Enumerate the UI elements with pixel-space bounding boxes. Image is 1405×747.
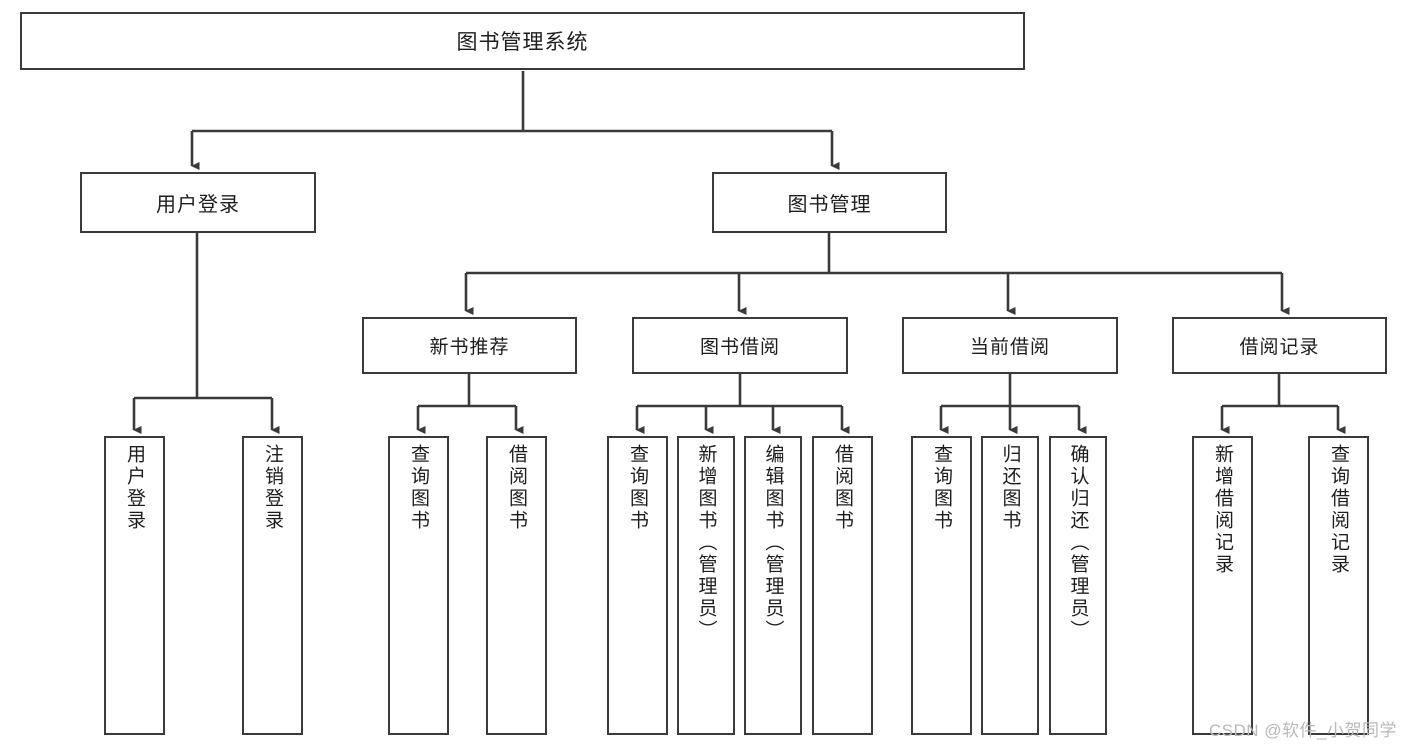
node-label: 图书管理系统 [456, 31, 589, 54]
node-leaf-borrow-book-recommendation[interactable]: 借阅图书 [486, 436, 547, 735]
node-label: 查询借阅记录 [1328, 444, 1349, 576]
node-leaf-query-borrow-record[interactable]: 查询借阅记录 [1308, 436, 1369, 735]
node-label: 确认归还（管理员） [1067, 444, 1089, 642]
node-label: 注销登录 [262, 444, 283, 532]
node-leaf-add-borrow-record[interactable]: 新增借阅记录 [1192, 436, 1253, 735]
node-label: 新增图书（管理员） [695, 444, 717, 642]
node-label: 借阅图书 [832, 444, 853, 532]
node-label: 当前借阅 [969, 337, 1050, 358]
node-current-borrow[interactable]: 当前借阅 [902, 317, 1118, 374]
node-label: 用户登录 [124, 444, 145, 532]
node-leaf-add-book-admin[interactable]: 新增图书（管理员） [677, 436, 735, 735]
node-label: 新增借阅记录 [1212, 444, 1233, 576]
node-label: 查询图书 [408, 444, 429, 532]
node-leaf-query-book-recommendation[interactable]: 查询图书 [388, 436, 449, 735]
node-user-login[interactable]: 用户登录 [80, 172, 316, 233]
node-root-book-management-system[interactable]: 图书管理系统 [20, 12, 1025, 70]
node-leaf-edit-book-admin[interactable]: 编辑图书（管理员） [744, 436, 802, 735]
node-label: 图书管理 [787, 194, 872, 216]
node-book-borrow[interactable]: 图书借阅 [632, 317, 848, 374]
node-new-book-recommendation[interactable]: 新书推荐 [362, 317, 577, 374]
node-leaf-confirm-return-admin[interactable]: 确认归还（管理员） [1049, 436, 1107, 735]
node-label: 查询图书 [627, 444, 648, 532]
node-leaf-borrow-book[interactable]: 借阅图书 [812, 436, 873, 735]
node-leaf-query-book-current[interactable]: 查询图书 [911, 436, 972, 735]
node-leaf-user-login[interactable]: 用户登录 [104, 436, 165, 735]
node-label: 新书推荐 [429, 337, 510, 358]
node-book-management[interactable]: 图书管理 [712, 172, 947, 233]
node-leaf-query-book-borrow[interactable]: 查询图书 [607, 436, 668, 735]
node-leaf-logout-login[interactable]: 注销登录 [242, 436, 303, 735]
node-leaf-return-book[interactable]: 归还图书 [981, 436, 1039, 735]
node-label: 归还图书 [999, 444, 1021, 532]
node-label: 编辑图书（管理员） [762, 444, 784, 642]
node-borrow-record[interactable]: 借阅记录 [1172, 317, 1387, 374]
node-label: 图书借阅 [699, 337, 780, 358]
node-label: 用户登录 [156, 194, 240, 216]
csdn-watermark: CSDN @软件_小贺同学 [1208, 721, 1397, 740]
node-label: 查询图书 [931, 444, 952, 532]
node-label: 借阅记录 [1239, 337, 1320, 358]
node-label: 借阅图书 [506, 444, 527, 532]
